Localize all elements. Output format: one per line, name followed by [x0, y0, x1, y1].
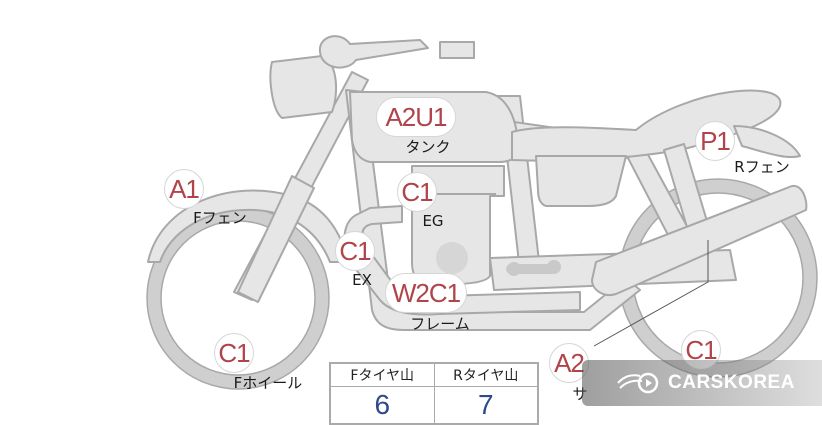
front-tire-header: Fタイヤ山 — [329, 362, 435, 387]
badge-f-fender: A1 — [164, 169, 204, 209]
leader-line — [593, 240, 709, 347]
label-f-fender: Fフェン — [193, 209, 247, 227]
watermark: CARSKOREA — [582, 360, 822, 406]
badge-engine: C1 — [397, 172, 437, 212]
badge-r-fender: P1 — [695, 121, 735, 161]
badge-f-wheel: C1 — [214, 333, 254, 373]
headlight — [269, 55, 338, 119]
label-f-wheel: Fホイール — [233, 374, 303, 392]
muffler — [591, 184, 808, 296]
label-tank: タンク — [405, 138, 451, 156]
rear-fender — [733, 125, 801, 158]
label-r-fender: Rフェン — [734, 158, 790, 176]
watermark-text: CARSKOREA — [668, 372, 795, 393]
handlebar — [318, 35, 429, 69]
front-wheel — [147, 207, 329, 389]
badge-frame: W2C1 — [385, 273, 467, 313]
label-engine: EG — [422, 212, 444, 230]
tire-tread-table: Fタイヤ山 Rタイヤ山 6 7 — [329, 362, 539, 425]
side-cover — [535, 155, 627, 207]
badge-tank: A2U1 — [376, 97, 456, 137]
label-exhaust: EX — [352, 271, 372, 289]
carskorea-logo-icon — [617, 372, 659, 394]
seat — [511, 89, 782, 162]
front-tire-value: 6 — [329, 386, 435, 425]
label-frame: フレーム — [410, 315, 470, 333]
rear-tire-value: 7 — [433, 386, 539, 425]
badge-exhaust: C1 — [335, 231, 375, 271]
rear-tire-header: Rタイヤ山 — [433, 362, 539, 387]
